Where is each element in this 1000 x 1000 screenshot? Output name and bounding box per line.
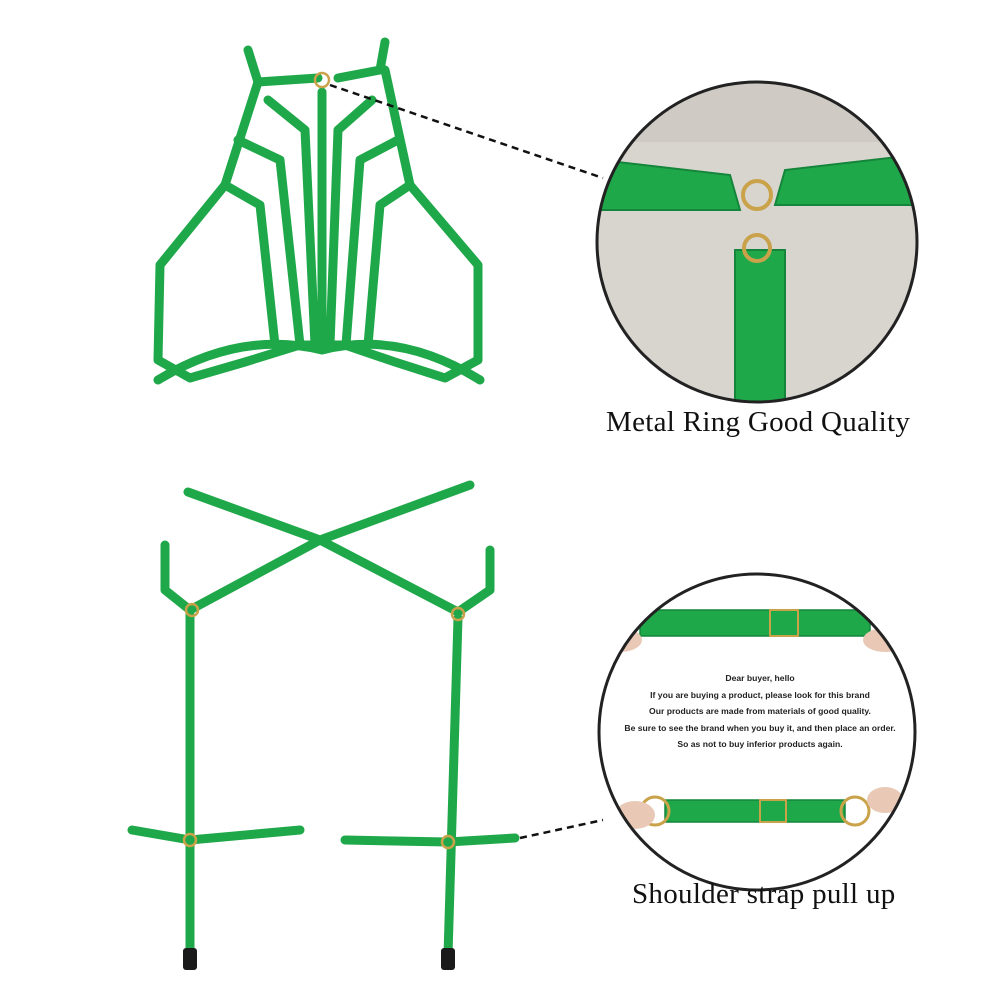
strap-closeup-border bbox=[597, 572, 917, 892]
strap-closeup bbox=[599, 574, 915, 890]
left-cup-line-2 bbox=[233, 135, 305, 350]
notice-line: Be sure to see the brand when you buy it… bbox=[624, 722, 896, 733]
left-hip-ring bbox=[184, 602, 200, 618]
ring-closeup-border bbox=[595, 80, 919, 404]
waist-strap-cross-1 bbox=[183, 480, 475, 545]
left-cup-line-1 bbox=[220, 180, 280, 350]
right-thigh-band bbox=[340, 833, 520, 847]
notice-line: Our products are made from materials of … bbox=[649, 706, 871, 716]
right-cup-line-1 bbox=[363, 180, 415, 350]
right-hip-strap bbox=[453, 545, 495, 617]
waist-strap-cross-2 bbox=[185, 535, 463, 617]
underband bbox=[153, 339, 485, 385]
right-cup-line-2 bbox=[341, 135, 403, 350]
caption-metal-ring: Metal Ring Good Quality bbox=[606, 406, 911, 438]
left-thigh-ring bbox=[182, 832, 198, 848]
left-thigh-band bbox=[127, 825, 305, 845]
left-hip-strap bbox=[160, 540, 195, 615]
collar-ring bbox=[313, 71, 331, 89]
right-suspender bbox=[443, 613, 463, 960]
garter-clips bbox=[183, 948, 455, 970]
notice-line: Dear buyer, hello bbox=[725, 673, 795, 683]
right-thigh-ring bbox=[440, 834, 456, 850]
right-cup-inner bbox=[325, 95, 377, 350]
garter-belt bbox=[127, 480, 520, 960]
caption-strap-pull: Shoulder strap pull up bbox=[632, 878, 896, 910]
ring-closeup bbox=[597, 82, 917, 402]
notice-line: If you are buying a product, please look… bbox=[650, 689, 870, 700]
pointer-line-bottom bbox=[519, 818, 604, 840]
harness-bra bbox=[153, 37, 485, 385]
pointer-line-top bbox=[329, 83, 604, 180]
notice-line: So as not to buy inferior products again… bbox=[677, 739, 843, 749]
left-cup-inner bbox=[263, 95, 320, 350]
buyer-notice: Dear buyer, hello If you are buying a pr… bbox=[606, 670, 914, 753]
right-hip-ring bbox=[450, 606, 466, 622]
